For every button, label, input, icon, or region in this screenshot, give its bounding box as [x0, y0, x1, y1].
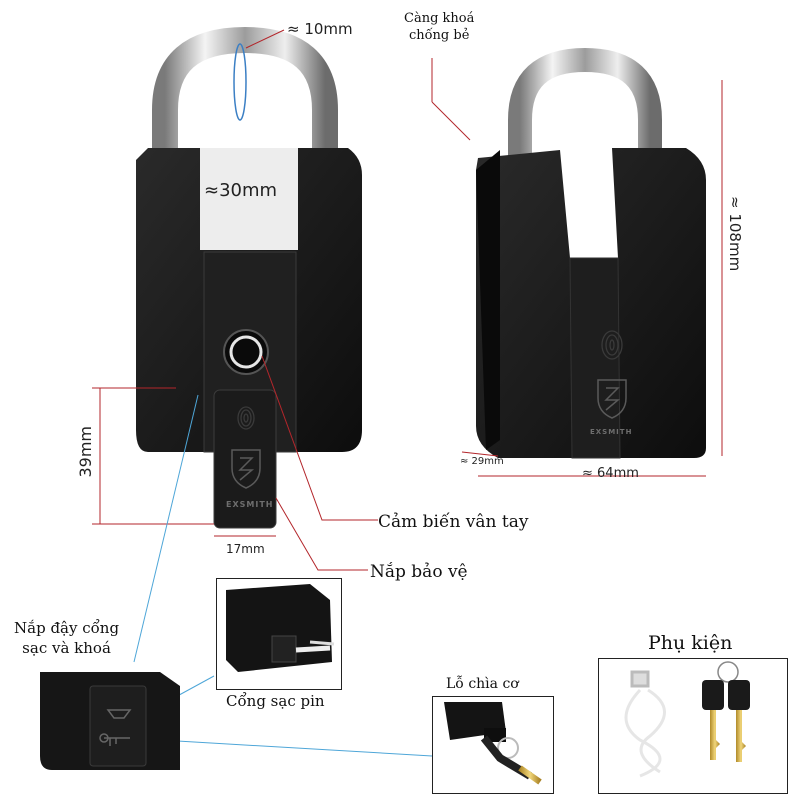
- front-brand-text: EXSMITH: [226, 500, 274, 509]
- usb-cable-image: [624, 670, 666, 778]
- accessories-box: [598, 658, 788, 794]
- dim-cover-width: 17mm: [226, 542, 265, 556]
- keys-image: [702, 661, 750, 762]
- dim-shackle-width: ≈30mm: [204, 180, 278, 201]
- label-fingerprint-sensor: Cảm biến vân tay: [378, 512, 529, 532]
- dim-side-depth: ≈ 29mm: [460, 456, 504, 467]
- side-shackle: [508, 47, 662, 250]
- dim-front-height: 39mm: [76, 426, 95, 478]
- front-padlock: [136, 26, 362, 529]
- label-port-cover-line2: sạc và khoá: [22, 639, 111, 657]
- shackle-window: [200, 148, 298, 250]
- dim-height-total: ≈ 108mm: [726, 196, 744, 272]
- label-anti-cut-line1: Càng khoá: [404, 11, 475, 26]
- label-charging-port: Cổng sạc pin: [226, 692, 325, 710]
- front-shield-logo: [231, 449, 261, 489]
- label-key-hole: Lỗ chìa cơ: [446, 676, 519, 692]
- label-anti-cut-line2: chống bẻ: [408, 28, 470, 43]
- key-hole-box: [432, 696, 554, 794]
- label-protective-cover: Nắp bảo vệ: [370, 562, 468, 582]
- protective-cover: [213, 389, 277, 529]
- keyhole-closeup: [444, 702, 542, 785]
- side-brand-text: EXSMITH: [590, 428, 633, 436]
- accessories-items: [624, 661, 750, 778]
- label-accessories: Phụ kiện: [648, 632, 733, 654]
- port-cover-closeup: [40, 672, 180, 770]
- dimension-lines: [92, 29, 723, 571]
- charging-port-closeup: [226, 584, 335, 672]
- label-port-cover-line1: Nắp đậy cổng: [14, 619, 120, 637]
- charging-port-box: [216, 578, 342, 690]
- dim-shackle-thickness: ≈ 10mm: [287, 20, 353, 38]
- label-port-cover: Nắp đậy cổng sạc và khoá: [14, 618, 119, 658]
- dim-body-width: ≈ 64mm: [582, 466, 639, 481]
- label-anti-cut-shackle: Càng khoá chống bẻ: [404, 10, 474, 44]
- side-padlock: [476, 47, 706, 459]
- side-shield-logo: [597, 379, 627, 419]
- front-shackle: [152, 26, 338, 180]
